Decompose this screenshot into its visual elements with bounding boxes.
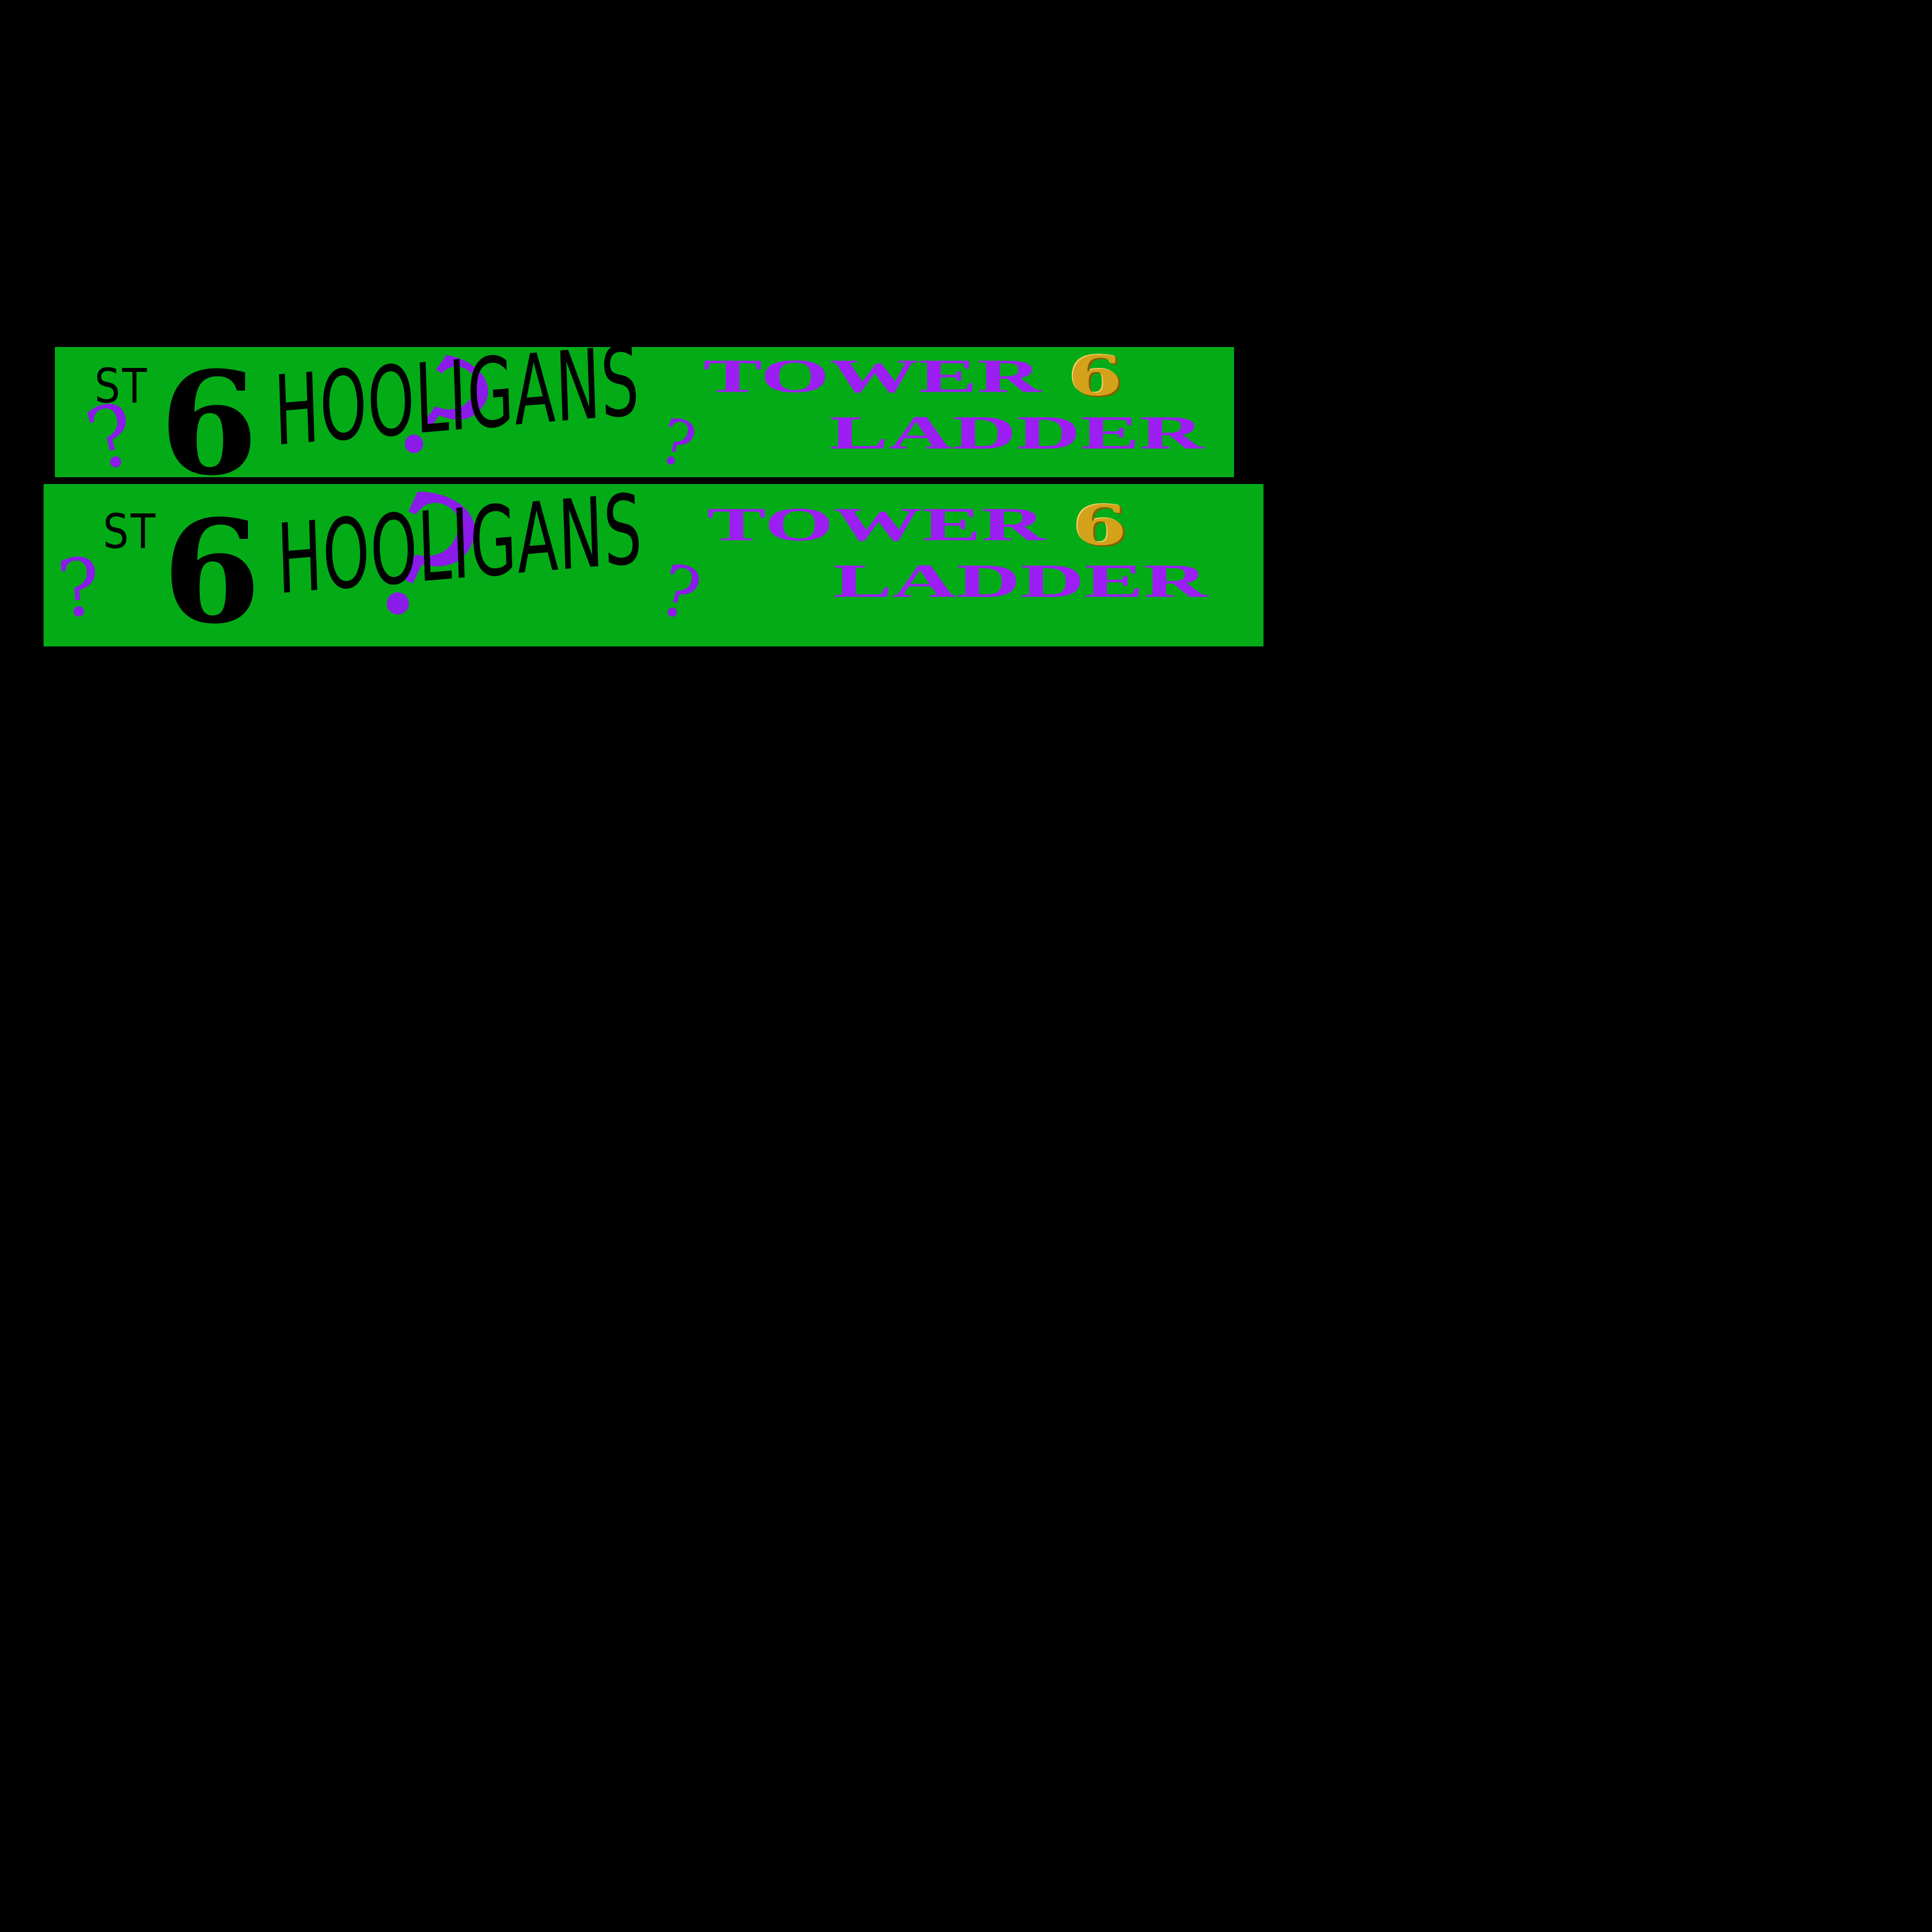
number-six: 6 [162,489,261,646]
hooligans-label: HOOLIGANS [272,347,641,468]
tower-label: TOWER [703,350,1042,403]
banner-bottom: ? ? ? ST 6 HOOLIGANS TOWER LADDER 6 [44,484,1263,646]
st-label: ST [103,504,157,559]
banner-top: ? ? ? ST 6 HOOLIGANS TOWER LADDER 6 [55,347,1234,477]
gold-six-logo: 6 [1073,494,1128,558]
ladder-label: LADDER [833,555,1208,608]
hooligans-label: HOOLIGANS [275,484,644,616]
ladder-label: LADDER [829,406,1204,460]
question-mark-decoration: ? [650,548,709,638]
gold-six-logo: 6 [1068,347,1123,408]
st-label: ST [95,358,149,414]
question-mark-decoration: ? [53,541,104,636]
question-mark-decoration: ? [652,404,703,477]
number-six: 6 [160,347,258,477]
tower-label: TOWER [707,498,1046,551]
